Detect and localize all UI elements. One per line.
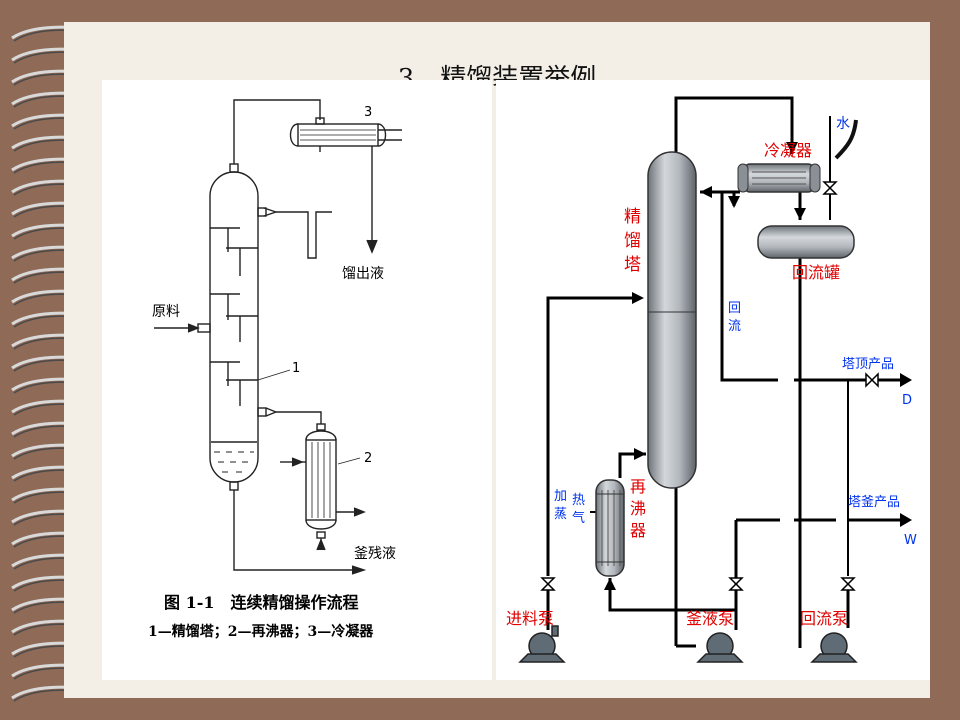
label-steam-4: 气 — [572, 510, 585, 526]
label-reflux-2: 流 — [728, 319, 741, 334]
label-reboiler-3: 器 — [630, 521, 646, 540]
label-top-product-symbol: D — [902, 393, 912, 408]
label-feed: 原料 — [152, 304, 180, 320]
column-trays — [210, 227, 258, 406]
label-steam-3: 热 — [572, 493, 585, 508]
reboiler — [305, 439, 337, 521]
label-condenser-no: 3 — [364, 105, 372, 120]
column-body — [209, 171, 259, 483]
label-feed-pump: 进料泵 — [506, 609, 554, 628]
valve-water — [822, 181, 838, 195]
figure-legend: 1—精馏塔；2—再沸器；3—冷凝器 — [148, 623, 374, 640]
water-hose — [834, 119, 858, 160]
left-figure: 3 1 2 原料 馏出液 釜残液 图 1-1 连续精馏操作流程 1—精馏塔；2—… — [102, 80, 492, 680]
label-reflux-1: 回 — [728, 301, 741, 316]
label-condenser: 冷凝器 — [764, 141, 812, 160]
feed-line — [546, 296, 640, 576]
vapor-line — [233, 99, 321, 164]
left-schematic: 3 1 2 原料 馏出液 釜残液 图 1-1 连续精馏操作流程 1—精馏塔；2—… — [148, 99, 402, 640]
reflux-line — [276, 211, 332, 259]
label-reflux-drum: 回流罐 — [792, 263, 840, 282]
label-bottoms-pump: 釜液泵 — [686, 609, 734, 628]
label-water: 水 — [836, 116, 850, 132]
right-figure: 精 馏 塔 冷凝器 回流罐 再 沸 器 进料泵 釜液泵 回流泵 水 回 流 塔顶… — [496, 80, 930, 680]
label-residue: 釜残液 — [354, 546, 396, 562]
label-reflux-pump: 回流泵 — [800, 609, 848, 628]
right-schematic: 精 馏 塔 冷凝器 回流罐 再 沸 器 进料泵 釜液泵 回流泵 水 回 流 塔顶… — [506, 96, 917, 663]
residue-line — [233, 490, 362, 571]
reflux-drum — [757, 225, 855, 259]
valve-feed — [540, 577, 556, 591]
label-column-3: 塔 — [624, 255, 641, 275]
reboiler — [595, 479, 625, 577]
valve-reflux — [840, 577, 856, 591]
pumps — [518, 625, 858, 663]
label-steam-2: 蒸 — [554, 507, 567, 522]
figure-caption: 图 1-1 连续精馏操作流程 — [164, 593, 358, 612]
reflux-line — [720, 192, 778, 382]
valve-bottoms — [728, 577, 744, 591]
label-reboiler-1: 再 — [630, 477, 646, 496]
label-column-1: 精 — [624, 207, 641, 227]
label-top-product: 塔顶产品 — [842, 357, 894, 372]
label-column-2: 馏 — [624, 231, 641, 251]
condenser — [297, 123, 379, 147]
label-bottom-product: 塔釜产品 — [848, 495, 900, 510]
label-bottom-product-symbol: W — [904, 533, 917, 548]
label-steam-1: 加 — [554, 489, 567, 504]
label-reboiler-2: 沸 — [630, 499, 646, 518]
valve-top-product — [865, 372, 879, 388]
distillation-column — [647, 151, 697, 489]
label-column-no: 1 — [292, 361, 300, 376]
valves — [540, 181, 879, 591]
label-reboiler-no: 2 — [364, 451, 372, 466]
vapor-line — [674, 96, 794, 160]
reboiler-vapor — [618, 452, 646, 478]
reboiler-return — [608, 576, 738, 612]
reboiler-vapor — [276, 411, 322, 424]
column-liquid-dashes — [214, 451, 254, 473]
label-distillate: 馏出液 — [342, 266, 384, 282]
